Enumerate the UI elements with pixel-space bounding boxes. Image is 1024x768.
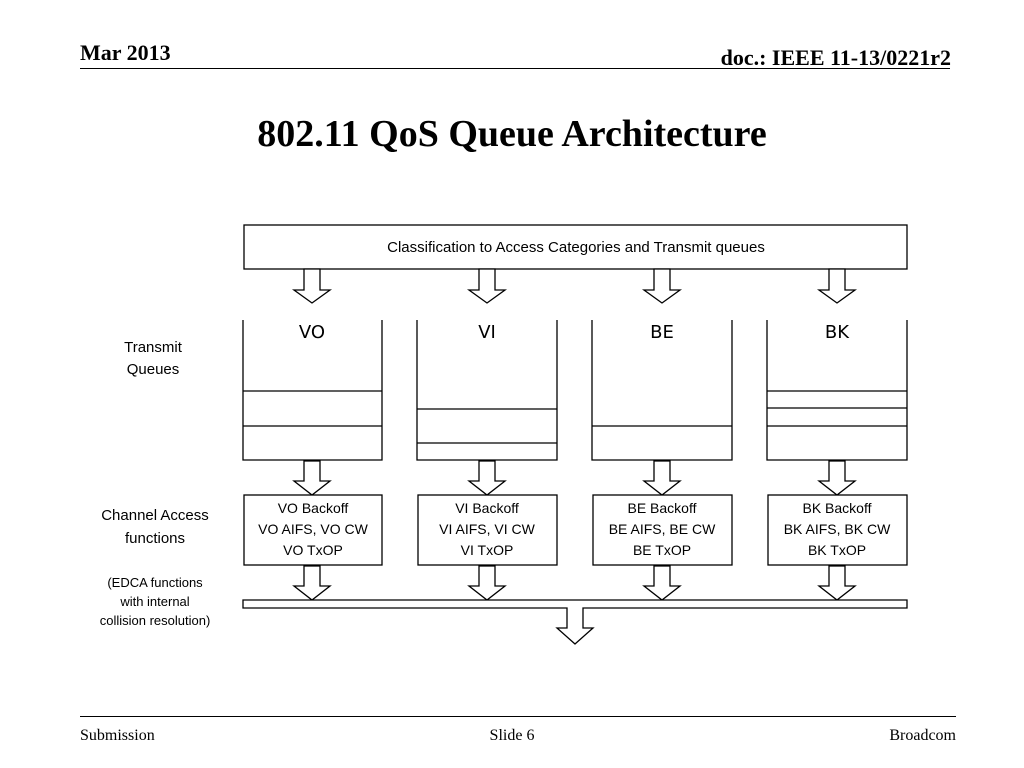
- down-arrow: [292, 565, 332, 601]
- backoff-line: BE Backoff: [627, 500, 696, 516]
- backoff-box-vo: VO Backoff VO AIFS, VO CW VO TxOP: [243, 494, 383, 566]
- merge-bus-arrow: [242, 599, 908, 645]
- queue-vi: VI: [416, 320, 558, 461]
- backoff-line: VO Backoff: [278, 500, 349, 516]
- footer-rule: [80, 716, 956, 717]
- backoff-line: VI Backoff: [455, 500, 519, 516]
- queue-label-vo: VO: [299, 322, 325, 343]
- header-date: Mar 2013: [80, 40, 171, 65]
- queue-bk: BK: [766, 320, 908, 461]
- txop-line: VI TxOP: [461, 542, 514, 558]
- backoff-line: BK Backoff: [802, 500, 871, 516]
- queue-be: BE: [591, 320, 733, 461]
- down-arrow: [817, 565, 857, 601]
- txop-line: VO TxOP: [283, 542, 343, 558]
- edca-note: with internal: [119, 594, 189, 609]
- header-rule: [80, 68, 950, 69]
- aifs-cw-line: BK AIFS, BK CW: [784, 521, 891, 537]
- aifs-cw-line: VO AIFS, VO CW: [258, 521, 368, 537]
- down-arrow: [642, 460, 682, 496]
- queue-label-bk: BK: [825, 322, 850, 343]
- txop-line: BK TxOP: [808, 542, 866, 558]
- footer-slide-number: Slide 6: [489, 727, 535, 744]
- backoff-box-be: BE Backoff BE AIFS, BE CW BE TxOP: [592, 494, 733, 566]
- channel-access-label: Channel Access: [101, 507, 209, 524]
- down-arrow: [291, 268, 333, 304]
- aifs-cw-line: VI AIFS, VI CW: [439, 521, 535, 537]
- down-arrow: [467, 565, 507, 601]
- edca-note: collision resolution): [100, 613, 211, 628]
- down-arrow: [466, 268, 508, 304]
- aifs-cw-line: BE AIFS, BE CW: [609, 521, 716, 537]
- queue-label-vi: VI: [478, 322, 496, 343]
- classification-box: [243, 224, 908, 270]
- down-arrow: [641, 268, 683, 304]
- backoff-box-vi: VI Backoff VI AIFS, VI CW VI TxOP: [417, 494, 558, 566]
- classification-label: Classification to Access Categories and …: [387, 239, 765, 256]
- transmit-queues-label: Queues: [127, 361, 180, 378]
- header-doc-id: doc.: IEEE 11-13/0221r2: [720, 45, 951, 70]
- backoff-box-bk: BK Backoff BK AIFS, BK CW BK TxOP: [767, 494, 908, 566]
- slide-title: 802.11 QoS Queue Architecture: [257, 113, 767, 155]
- down-arrow: [816, 268, 858, 304]
- down-arrow: [467, 460, 507, 496]
- down-arrow: [642, 565, 682, 601]
- down-arrow: [817, 460, 857, 496]
- txop-line: BE TxOP: [633, 542, 691, 558]
- channel-access-label: functions: [125, 530, 185, 547]
- down-arrow: [292, 460, 332, 496]
- edca-note: (EDCA functions: [107, 575, 203, 590]
- queue-label-be: BE: [650, 322, 674, 343]
- footer-submission: Submission: [80, 727, 155, 744]
- transmit-queues-label: Transmit: [124, 339, 183, 356]
- footer-company: Broadcom: [889, 727, 956, 744]
- queue-vo: VO: [242, 320, 383, 461]
